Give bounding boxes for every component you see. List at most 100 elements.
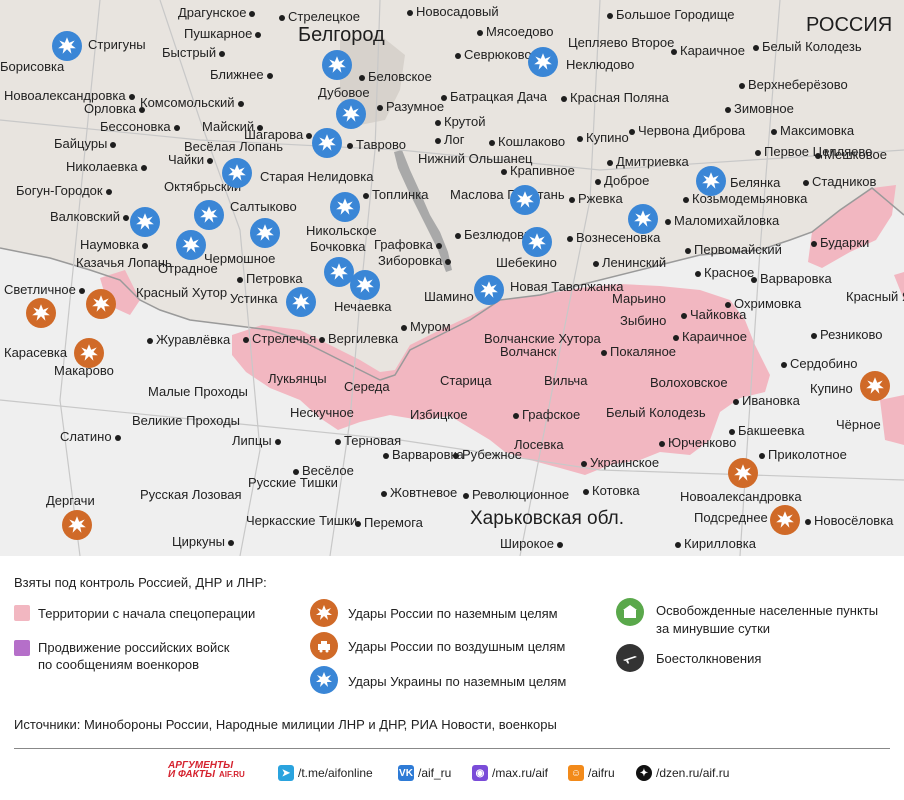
- telegram-link[interactable]: ➤ /t.me/aifonline: [278, 761, 373, 785]
- town-dot: [671, 48, 677, 55]
- ground-strike-ru-icon: [310, 599, 338, 627]
- ground-strike-ru-label: Удары России по наземным целям: [348, 606, 558, 621]
- ukraine-strike-icon[interactable]: [522, 227, 552, 257]
- town-name: Ивановка: [742, 393, 800, 408]
- russia-strike-icon[interactable]: [860, 371, 890, 401]
- ukraine-strike-icon[interactable]: [222, 158, 252, 188]
- town-label: Ближнее: [210, 68, 276, 82]
- town-dot: [673, 334, 679, 341]
- town-name: Устинка: [230, 291, 278, 306]
- ukraine-strike-icon[interactable]: [250, 218, 280, 248]
- aif-logo-site: AIF.RU: [219, 770, 245, 779]
- town-label: Маломихайловка: [662, 214, 779, 228]
- town-label: Приколотное: [756, 448, 847, 462]
- town-label: Белый Колодезь: [606, 406, 706, 420]
- russia-strike-icon[interactable]: [62, 510, 92, 540]
- town-dot: [513, 412, 519, 419]
- town-dot: [335, 438, 341, 445]
- advance-swatch: [14, 640, 30, 656]
- town-name: Охримовка: [734, 296, 802, 311]
- town-label: Нескучное: [290, 406, 354, 420]
- town-dot: [377, 104, 383, 111]
- ukraine-strike-icon[interactable]: [510, 185, 540, 215]
- town-name: Таврово: [356, 137, 406, 152]
- town-label: Топлинка: [360, 188, 428, 202]
- town-label: Белянка: [730, 176, 780, 190]
- dzen-link[interactable]: ✦ /dzen.ru/aif.ru: [636, 761, 729, 785]
- ukraine-strike-icon[interactable]: [336, 99, 366, 129]
- town-dot: [593, 260, 599, 267]
- town-name: Журавлёвка: [156, 332, 231, 347]
- telegram-icon: ➤: [278, 765, 294, 781]
- town-name: Кирилловка: [684, 536, 756, 551]
- russia-strike-icon[interactable]: [728, 458, 758, 488]
- town-label: Дергачи: [46, 494, 95, 508]
- town-dot: [363, 192, 369, 199]
- controlled-territory-se: [880, 395, 904, 445]
- ukraine-strike-icon[interactable]: [312, 128, 342, 158]
- ukraine-strike-icon[interactable]: [176, 230, 206, 260]
- town-name: Борисовка: [0, 59, 65, 74]
- town-name: Орловка: [84, 101, 136, 116]
- town-name: Шамино: [424, 289, 474, 304]
- advance-label-2: по сообщениям военкоров: [38, 657, 200, 672]
- ukraine-strike-icon[interactable]: [528, 47, 558, 77]
- town-dot: [279, 14, 285, 21]
- aif-logo[interactable]: АРГУМЕНТЫ И ФАКТЫ AIF.RU: [168, 761, 245, 785]
- russia-strike-icon[interactable]: [770, 505, 800, 535]
- russia-strike-icon[interactable]: [86, 289, 116, 319]
- vk-icon: VK: [398, 765, 414, 781]
- town-dot: [583, 488, 589, 495]
- town-name: Большое Городище: [616, 7, 735, 22]
- town-name: Крутой: [444, 114, 486, 129]
- ok-link[interactable]: ☺ /aifru: [568, 761, 615, 785]
- town-dot: [114, 434, 121, 441]
- ukraine-strike-icon[interactable]: [324, 257, 354, 287]
- ukraine-strike-icon[interactable]: [474, 275, 504, 305]
- town-label: Чёрное: [836, 418, 881, 432]
- town-dot: [435, 242, 442, 249]
- ukraine-strike-icon[interactable]: [628, 204, 658, 234]
- town-dot: [753, 44, 759, 51]
- town-dot: [293, 468, 299, 475]
- town-name: Октябрьский: [164, 179, 242, 194]
- vk-link[interactable]: VK /aif_ru: [398, 765, 452, 781]
- ukraine-strike-icon[interactable]: [194, 200, 224, 230]
- ukraine-strike-icon[interactable]: [330, 192, 360, 222]
- town-name: Великие Проходы: [132, 413, 240, 428]
- town-label: Севрюково: [452, 48, 532, 62]
- ukraine-strike-icon[interactable]: [52, 31, 82, 61]
- town-dot: [729, 428, 735, 435]
- town-name: Красный Хутор: [136, 285, 228, 300]
- town-dot: [306, 132, 313, 139]
- russia-strike-icon[interactable]: [74, 338, 104, 368]
- town-label: Неклюдово: [566, 58, 634, 72]
- town-name: Чёрное: [836, 417, 881, 432]
- reservoir: [394, 150, 452, 272]
- ground-strike-ua-label: Удары Украины по наземным целям: [348, 674, 567, 689]
- ukraine-strike-icon[interactable]: [130, 207, 160, 237]
- ukraine-strike-icon[interactable]: [322, 50, 352, 80]
- town-name: Шебекино: [496, 255, 557, 270]
- liberated-label-1: Освобожденные населенные пункты: [656, 603, 879, 618]
- ukraine-strike-icon[interactable]: [350, 270, 380, 300]
- ukraine-strike-icon[interactable]: [696, 166, 726, 196]
- map: Белгород РОССИЯ Харьковская обл. Драгунс…: [0, 0, 904, 556]
- town-name: Ржевка: [578, 191, 623, 206]
- territory-swatch: [14, 605, 30, 621]
- town-dot: [441, 94, 447, 101]
- town-label: Волоховское: [650, 376, 728, 390]
- town-label: Новоалександровка: [680, 490, 802, 504]
- town-dot: [815, 152, 821, 159]
- town-name: Салтыково: [230, 199, 297, 214]
- town-label: Дмитриевка: [604, 155, 689, 169]
- russia-strike-icon[interactable]: [26, 298, 56, 328]
- ukraine-strike-icon[interactable]: [286, 287, 316, 317]
- town-label: Жовтневое: [378, 486, 457, 500]
- town-dot: [455, 52, 461, 59]
- town-name: Сердобино: [790, 356, 858, 371]
- town-name: Старая Нелидовка: [260, 169, 374, 184]
- advance-label-1: Продвижение российских войск: [38, 640, 230, 655]
- town-dot: [725, 106, 731, 113]
- max-link[interactable]: ◉ /max.ru/aif: [472, 761, 548, 785]
